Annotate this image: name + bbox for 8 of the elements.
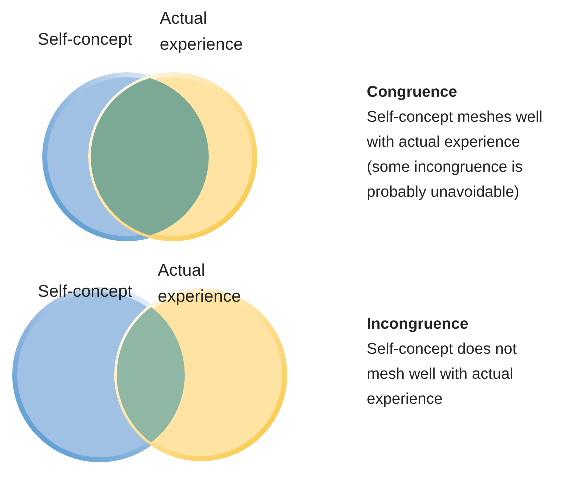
description-text: Self-concept does not mesh well with actual experience [367,340,518,410]
heading: Congruence [367,83,458,103]
heading: Incongruence [367,315,470,335]
description-text: Self-concept meshes well with actual experience (some incongruence is probably unavoidable) [367,108,544,203]
circle-label: Self-concept [38,29,134,51]
circle-label: Self-concept [38,281,134,303]
circle-label: Actual experience [160,8,244,56]
circle-label: Actual experience [158,260,242,308]
